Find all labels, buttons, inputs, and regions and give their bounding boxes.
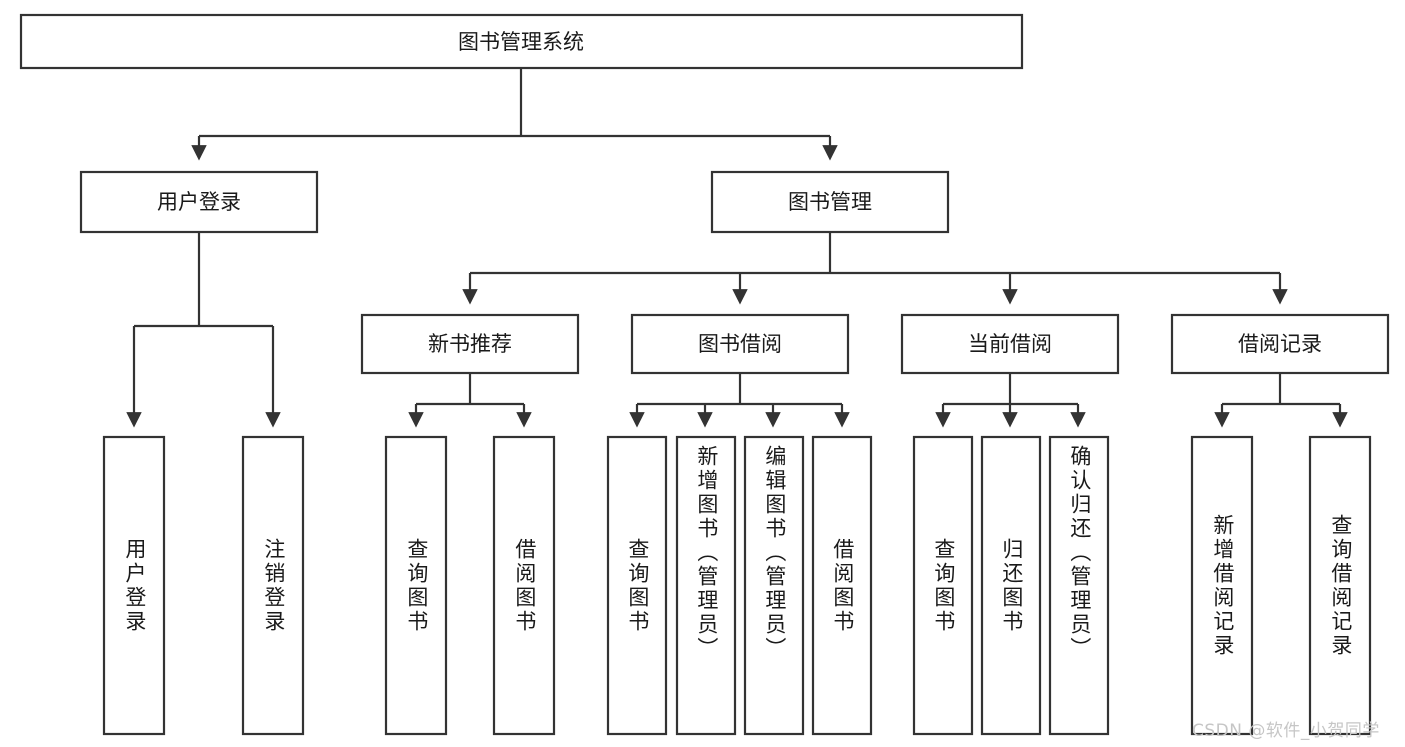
node-user-login[interactable]: 用户登录 bbox=[79, 170, 319, 234]
leaf-box-book-borrow-4[interactable] bbox=[811, 435, 873, 736]
node-root-box[interactable] bbox=[19, 13, 1024, 70]
connector-layer bbox=[126, 68, 1348, 428]
node-book-manage-box[interactable] bbox=[710, 170, 950, 234]
leaf-box-borrow-record-2[interactable] bbox=[1308, 435, 1372, 736]
node-borrow-record-box[interactable] bbox=[1170, 313, 1390, 375]
node-book-manage[interactable]: 图书管理 bbox=[710, 170, 950, 234]
leaf-box-book-borrow-3[interactable] bbox=[743, 435, 805, 736]
node-borrow-record-label: 借阅记录 bbox=[1238, 332, 1322, 356]
node-book-borrow-box[interactable] bbox=[630, 313, 850, 375]
node-root-label: 图书管理系统 bbox=[458, 30, 584, 54]
leaf-box-current-borrow-3[interactable] bbox=[1048, 435, 1110, 736]
node-root[interactable]: 图书管理系统 bbox=[19, 13, 1024, 70]
node-user-login-box[interactable] bbox=[79, 170, 319, 234]
leaf-box-user-login-1[interactable] bbox=[102, 435, 166, 736]
node-current-borrow-label: 当前借阅 bbox=[968, 332, 1052, 356]
node-current-borrow-box[interactable] bbox=[900, 313, 1120, 375]
node-book-borrow[interactable]: 图书借阅 bbox=[630, 313, 850, 375]
node-new-book-recommend-label: 新书推荐 bbox=[428, 332, 512, 356]
node-current-borrow[interactable]: 当前借阅 bbox=[900, 313, 1120, 375]
leaf-box-book-borrow-2[interactable] bbox=[675, 435, 737, 736]
csdn-watermark: CSDN @软件_小贺同学 bbox=[1192, 721, 1380, 741]
leaf-box-new-book-1[interactable] bbox=[384, 435, 448, 736]
leaf-box-user-login-2[interactable] bbox=[241, 435, 305, 736]
node-book-manage-label: 图书管理 bbox=[788, 190, 872, 214]
leaf-box-book-borrow-1[interactable] bbox=[606, 435, 668, 736]
leaf-box-current-borrow-1[interactable] bbox=[912, 435, 974, 736]
leaf-box-borrow-record-1[interactable] bbox=[1190, 435, 1254, 736]
node-new-book-recommend-box[interactable] bbox=[360, 313, 580, 375]
node-user-login-label: 用户登录 bbox=[157, 190, 241, 214]
node-book-borrow-label: 图书借阅 bbox=[698, 332, 782, 356]
leaf-box-new-book-2[interactable] bbox=[492, 435, 556, 736]
node-borrow-record[interactable]: 借阅记录 bbox=[1170, 313, 1390, 375]
leaf-box-current-borrow-2[interactable] bbox=[980, 435, 1042, 736]
node-new-book-recommend[interactable]: 新书推荐 bbox=[360, 313, 580, 375]
